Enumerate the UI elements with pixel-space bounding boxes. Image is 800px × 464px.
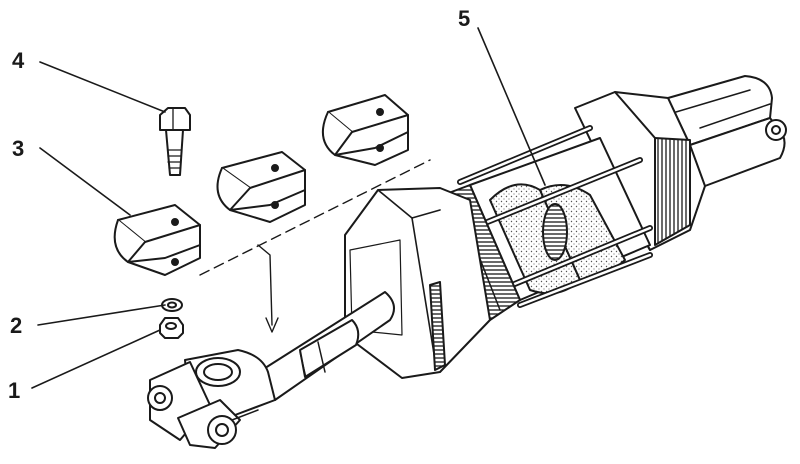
front-end-cap	[344, 187, 491, 379]
leader-line-5	[477, 27, 546, 186]
rear-clevis	[667, 75, 787, 187]
hydraulic-cylinder	[147, 75, 787, 449]
assembly-guide-lines	[199, 159, 431, 333]
loose-parts	[113, 94, 431, 339]
piston-rod	[261, 291, 395, 401]
rear-end-cap	[574, 91, 706, 251]
rod-end-clevis	[147, 349, 276, 449]
leader-line-1	[31, 329, 161, 389]
callout-2: 2	[10, 313, 22, 338]
leader-line-2	[37, 304, 166, 326]
callout-1: 1	[8, 378, 20, 403]
u-bracket-lower	[113, 204, 201, 276]
hex-nut	[159, 317, 184, 339]
leader-line-3	[39, 147, 131, 216]
callout-4: 4	[12, 48, 25, 73]
callout-5: 5	[458, 6, 470, 31]
hex-bolt	[159, 107, 191, 176]
u-bracket-upper	[321, 94, 409, 166]
callout-3: 3	[12, 136, 24, 161]
callout-labels: 1 2 3 4 5	[8, 6, 470, 403]
leader-lines	[31, 27, 546, 389]
u-bracket-middle	[216, 151, 306, 223]
leader-line-4	[39, 61, 166, 113]
